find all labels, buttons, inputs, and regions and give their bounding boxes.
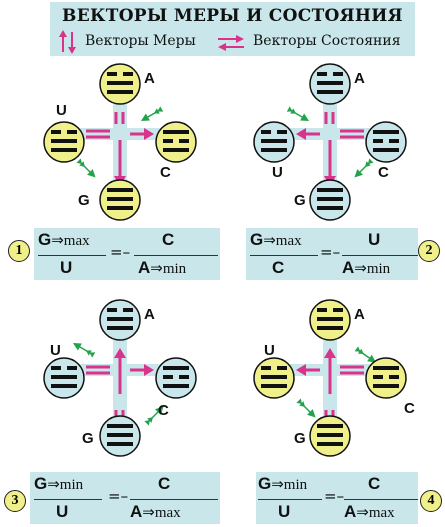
- badge-4: 4: [420, 490, 442, 512]
- label-a: A: [144, 70, 155, 87]
- label-g: G: [294, 430, 306, 447]
- node-c: [365, 121, 407, 163]
- green-arrow: [70, 338, 97, 360]
- badge-1: 1: [8, 240, 30, 262]
- label-g: G: [294, 192, 306, 209]
- node-u: [43, 357, 85, 399]
- header-banner: ВЕКТОРЫ МЕРЫ И СОСТОЯНИЯ Векторы Меры Ве…: [50, 2, 415, 56]
- node-c: [155, 357, 197, 399]
- green-arrow: [350, 157, 375, 182]
- formula-4: G⇒min U =– C A⇒max: [256, 472, 418, 524]
- green-arrow: [75, 157, 100, 182]
- node-u: [253, 121, 295, 163]
- badge-3: 3: [4, 490, 26, 512]
- legend-state-label: Векторы Состояния: [253, 33, 401, 49]
- node-c: [155, 121, 197, 163]
- node-u: [253, 357, 295, 399]
- node-g: [99, 179, 141, 221]
- node-a: [99, 63, 141, 105]
- label-c: C: [160, 164, 171, 181]
- panel-2-diagram: A U C G: [240, 62, 440, 257]
- badge-2: 2: [418, 240, 440, 262]
- node-a: [99, 299, 141, 341]
- node-g: [309, 179, 351, 221]
- green-arrow: [138, 104, 165, 126]
- measure-vector-icon: [59, 30, 76, 54]
- node-g: [99, 415, 141, 457]
- horizontal-axis-band: [70, 128, 170, 140]
- formula-1: G⇒max U =– C A⇒min: [34, 228, 220, 280]
- label-a: A: [354, 70, 365, 87]
- green-arrow: [295, 397, 320, 422]
- node-c: [365, 357, 407, 399]
- label-u: U: [264, 342, 275, 359]
- label-u: U: [56, 102, 67, 119]
- panel-4-diagram: A U C G: [240, 298, 440, 493]
- state-arrow: [86, 128, 154, 140]
- label-a: A: [354, 306, 365, 323]
- label-c: C: [158, 402, 169, 419]
- state-arrow: [296, 364, 364, 376]
- legend-measure-label: Векторы Меры: [85, 33, 196, 49]
- panel-3-diagram: A U C G: [30, 298, 230, 493]
- green-arrow: [285, 104, 312, 126]
- node-a: [309, 63, 351, 105]
- node-g: [309, 415, 351, 457]
- node-a: [309, 299, 351, 341]
- state-arrow: [296, 128, 364, 140]
- label-g: G: [78, 192, 90, 209]
- label-c: C: [378, 164, 389, 181]
- state-vector-icon: [218, 35, 244, 51]
- formula-2: G⇒max C =– U A⇒min: [246, 228, 418, 280]
- node-u: [43, 121, 85, 163]
- diagram-title: ВЕКТОРЫ МЕРЫ И СОСТОЯНИЯ: [62, 6, 403, 26]
- label-g: G: [82, 430, 94, 447]
- panel-1-diagram: A U C G: [30, 62, 230, 257]
- label-a: A: [144, 306, 155, 323]
- label-c: C: [404, 400, 415, 417]
- state-arrow: [86, 364, 154, 376]
- label-u: U: [272, 164, 283, 181]
- formula-3: G⇒min U =– C A⇒max: [30, 472, 220, 524]
- label-u: U: [50, 342, 61, 359]
- legend-icons: [59, 30, 244, 54]
